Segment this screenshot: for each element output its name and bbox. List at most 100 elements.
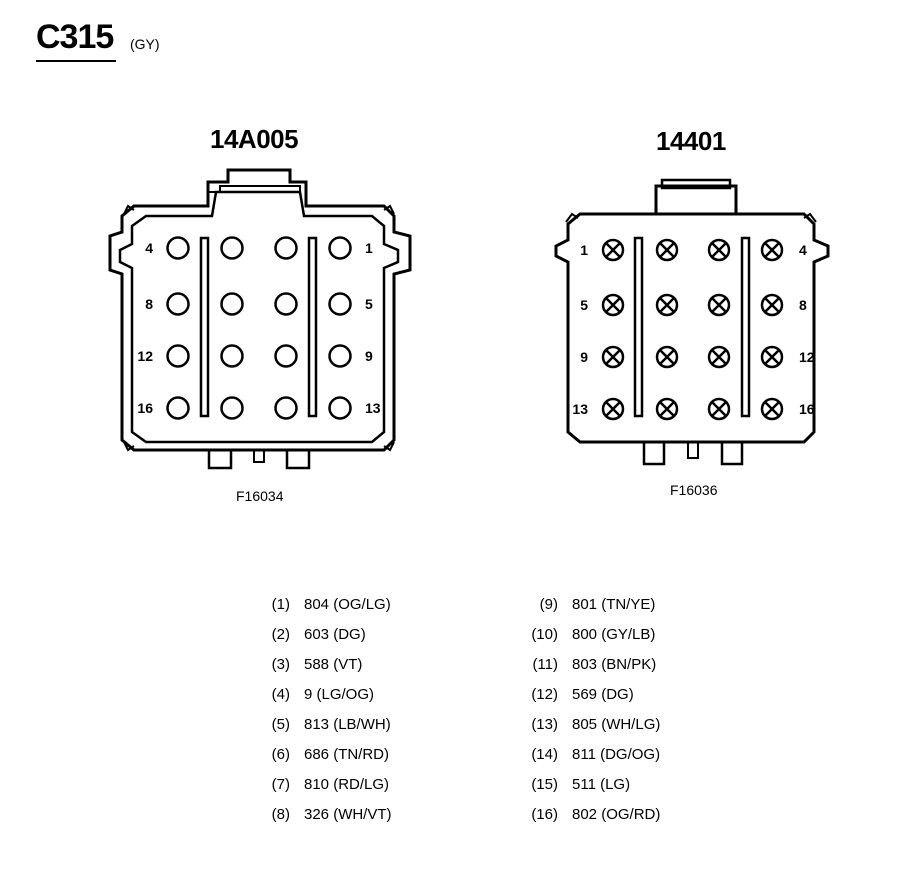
connector-pin [274,292,298,316]
pin-number-label: 13 [365,400,381,416]
circuit-and-color: 511 (LG) [572,776,631,793]
circuit-and-color: 9 (LG/OG) [304,686,375,703]
pin-number: (7) [271,776,290,793]
right-connector-body [554,178,830,466]
connector-pin [274,396,298,420]
connector-pin [220,292,244,316]
circuit-and-color: 804 (OG/LG) [304,596,391,613]
circuit-and-color: 802 (OG/RD) [572,806,661,823]
pin-number-label: 1 [365,240,373,256]
circuit-and-color: 800 (GY/LB) [572,626,656,643]
pin-number-label: 5 [365,296,373,312]
connector-pin [707,293,731,317]
connector-pin [166,236,190,260]
pin-number-label: 1 [580,242,588,258]
connector-pin [601,293,625,317]
connector-pin [274,236,298,260]
connector-pin [760,345,784,369]
connector-pin [601,238,625,262]
pinout-row: (16) 802 (OG/RD) [524,806,660,823]
pinout-row: (11) 803 (BN/PK) [524,656,656,673]
connector-pin [655,397,679,421]
pinout-row: (1) 804 (OG/LG) [256,596,391,613]
title-underline [36,60,116,62]
circuit-and-color: 326 (WH/VT) [304,806,392,823]
pinout-row: (8) 326 (WH/VT) [256,806,392,823]
connector-pin [220,236,244,260]
pinout-row: (10) 800 (GY/LB) [524,626,655,643]
pinout-row: (5)813 (LB/WH) [256,716,391,733]
pin-number-label: 4 [145,240,153,256]
pin-number: (13) [531,716,558,733]
circuit-and-color: 805 (WH/LG) [572,716,661,733]
circuit-and-color: 569 (DG) [572,686,634,703]
right-connector-name: 14401 [656,126,726,156]
pinout-row: (9) 801 (TN/YE) [524,596,656,613]
right-figure-code: F16036 [670,482,718,498]
circuit-and-color: 810 (RD/LG) [304,776,390,793]
pin-number-label: 16 [799,401,815,417]
circuit-and-color: 686 (TN/RD) [304,746,390,763]
pin-number-label: 12 [799,349,815,365]
connector-pin [760,293,784,317]
left-connector-pins [166,236,352,420]
connector-pin [760,397,784,421]
pin-number-label: 12 [137,348,153,364]
pin-number: (15) [531,776,558,793]
connector-pin [328,344,352,368]
pinout-row: (4) 9 (LG/OG) [256,686,374,703]
connector-color-code: (GY) [130,36,160,52]
connector-pin [655,293,679,317]
pin-number-label: 13 [572,401,588,417]
pinout-row: (12) 569 (DG) [524,686,634,703]
connector-pin [328,396,352,420]
connector-pin [274,344,298,368]
pin-number: (4) [271,686,290,703]
pinout-row: (3) 588 (VT) [256,656,363,673]
pin-number-label: 8 [799,297,807,313]
pin-number: (14) [531,746,558,763]
connector-pin [328,292,352,316]
pin-number: (1) [271,596,290,613]
pin-number: (10) [531,626,558,643]
circuit-and-color: 603 (DG) [304,626,366,643]
pin-number-label: 9 [365,348,373,364]
circuit-and-color: 813 (LB/WH) [304,716,391,733]
connector-pin [707,345,731,369]
pinout-row: (7) 810 (RD/LG) [256,776,389,793]
pin-number-label: 16 [137,400,153,416]
right-connector-pins [601,238,784,421]
pin-number-label: 4 [799,242,807,258]
connector-id-title: C315 [36,18,114,56]
pin-number: (8) [271,806,290,823]
connector-pin [601,397,625,421]
connector-pin [220,344,244,368]
connector-pin [760,238,784,262]
circuit-and-color: 803 (BN/PK) [572,656,657,673]
pinout-row: (6) 686 (TN/RD) [256,746,389,763]
pin-number: (9) [539,596,558,613]
pinout-row: (13) 805 (WH/LG) [524,716,660,733]
pin-number-label: 8 [145,296,153,312]
left-connector-body [108,168,412,470]
pinout-row: (2)603 (DG) [256,626,366,643]
connector-pin [220,396,244,420]
connector-pin [166,292,190,316]
pin-number: (12) [531,686,558,703]
left-connector-name: 14A005 [210,124,299,154]
circuit-and-color: 811 (DG/OG) [572,746,661,763]
pinout-row: (14) 811 (DG/OG) [524,746,660,763]
pin-number: (11) [532,656,558,673]
connector-pin [601,345,625,369]
pin-number: (3) [271,656,290,673]
pin-number: (6) [271,746,290,763]
circuit-and-color: 801 (TN/YE) [572,596,656,613]
connector-pin [166,396,190,420]
circuit-and-color: 588 (VT) [304,656,363,673]
connector-pin [707,397,731,421]
connector-pin [707,238,731,262]
pin-number-label: 9 [580,349,588,365]
pin-number: (16) [531,806,558,823]
connector-pin [328,236,352,260]
